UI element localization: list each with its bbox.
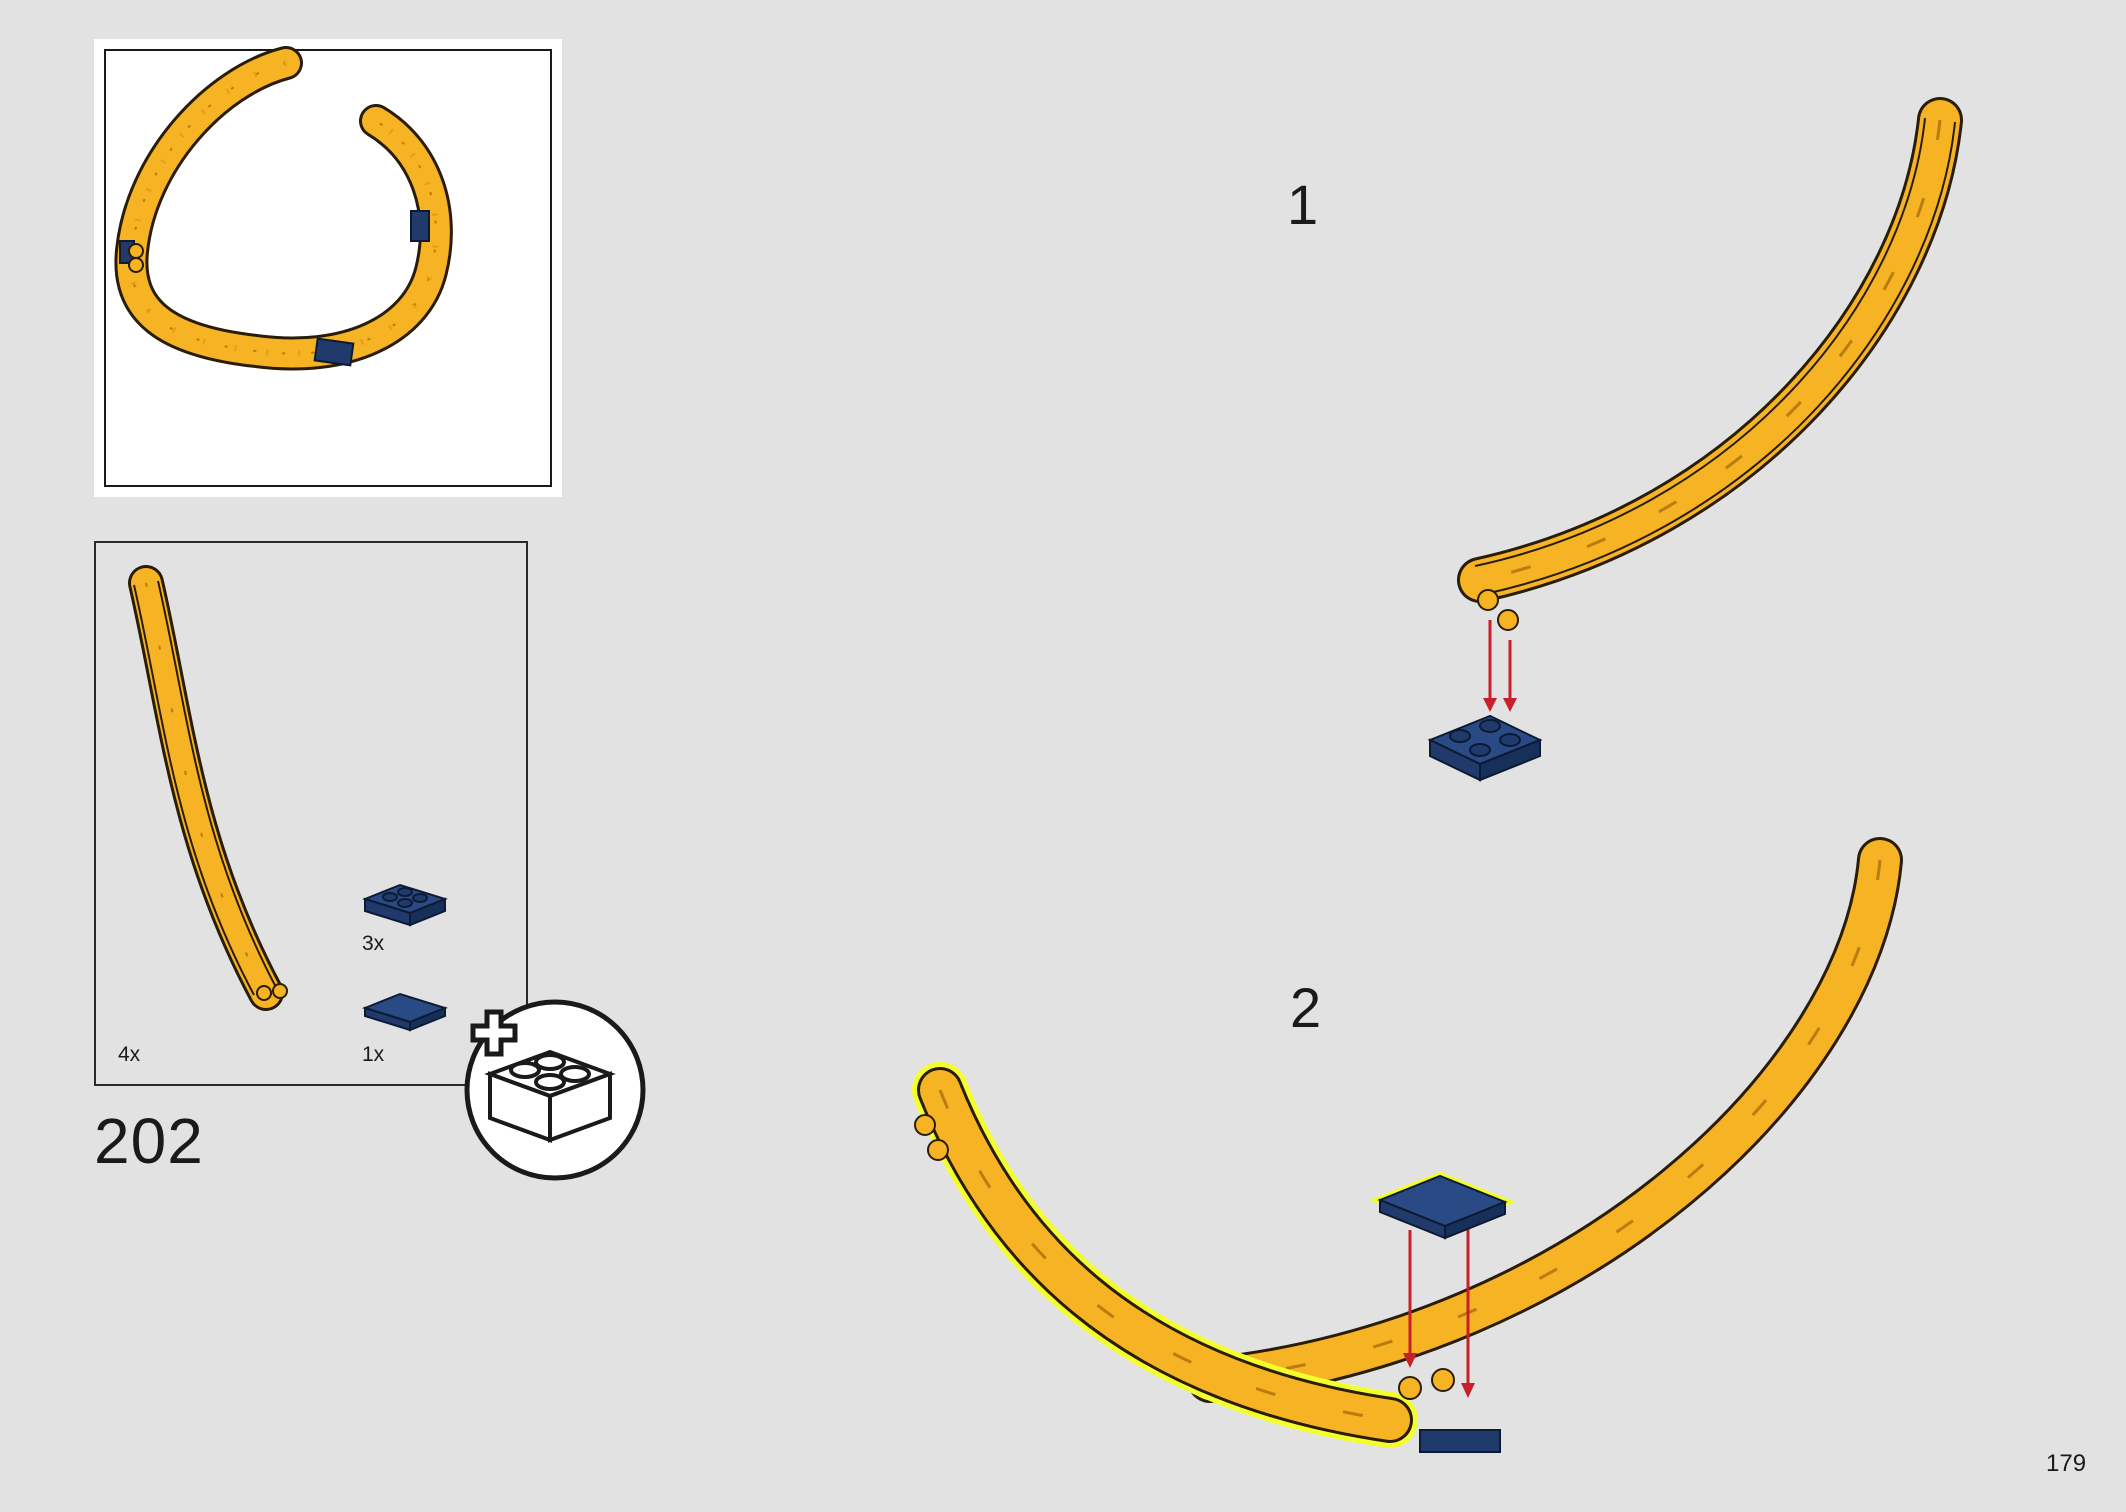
blue-tile-part-icon <box>362 992 448 1032</box>
parts-list-box: 3x 1x 4x <box>94 541 528 1086</box>
step-number: 202 <box>94 1105 204 1177</box>
curved-track-part <box>128 565 288 1011</box>
preview-box <box>94 39 562 497</box>
track-quantity: 4x <box>118 1043 141 1066</box>
extra-bricks-badge-icon <box>464 999 646 1181</box>
sub-step-1-label: 1 <box>1287 173 1319 236</box>
sub-step-2-label: 2 <box>1290 976 1322 1039</box>
tile-quantity: 1x <box>362 1043 385 1066</box>
preview-frame <box>104 46 552 487</box>
sub-step-2-illustration <box>912 837 1903 1453</box>
sub-step-1-illustration <box>1427 97 1963 782</box>
page-number: 179 <box>2046 1450 2087 1477</box>
plate-quantity: 3x <box>362 932 385 955</box>
blue-plate-part-icon <box>362 883 448 927</box>
ring-preview-illustration <box>114 46 453 371</box>
